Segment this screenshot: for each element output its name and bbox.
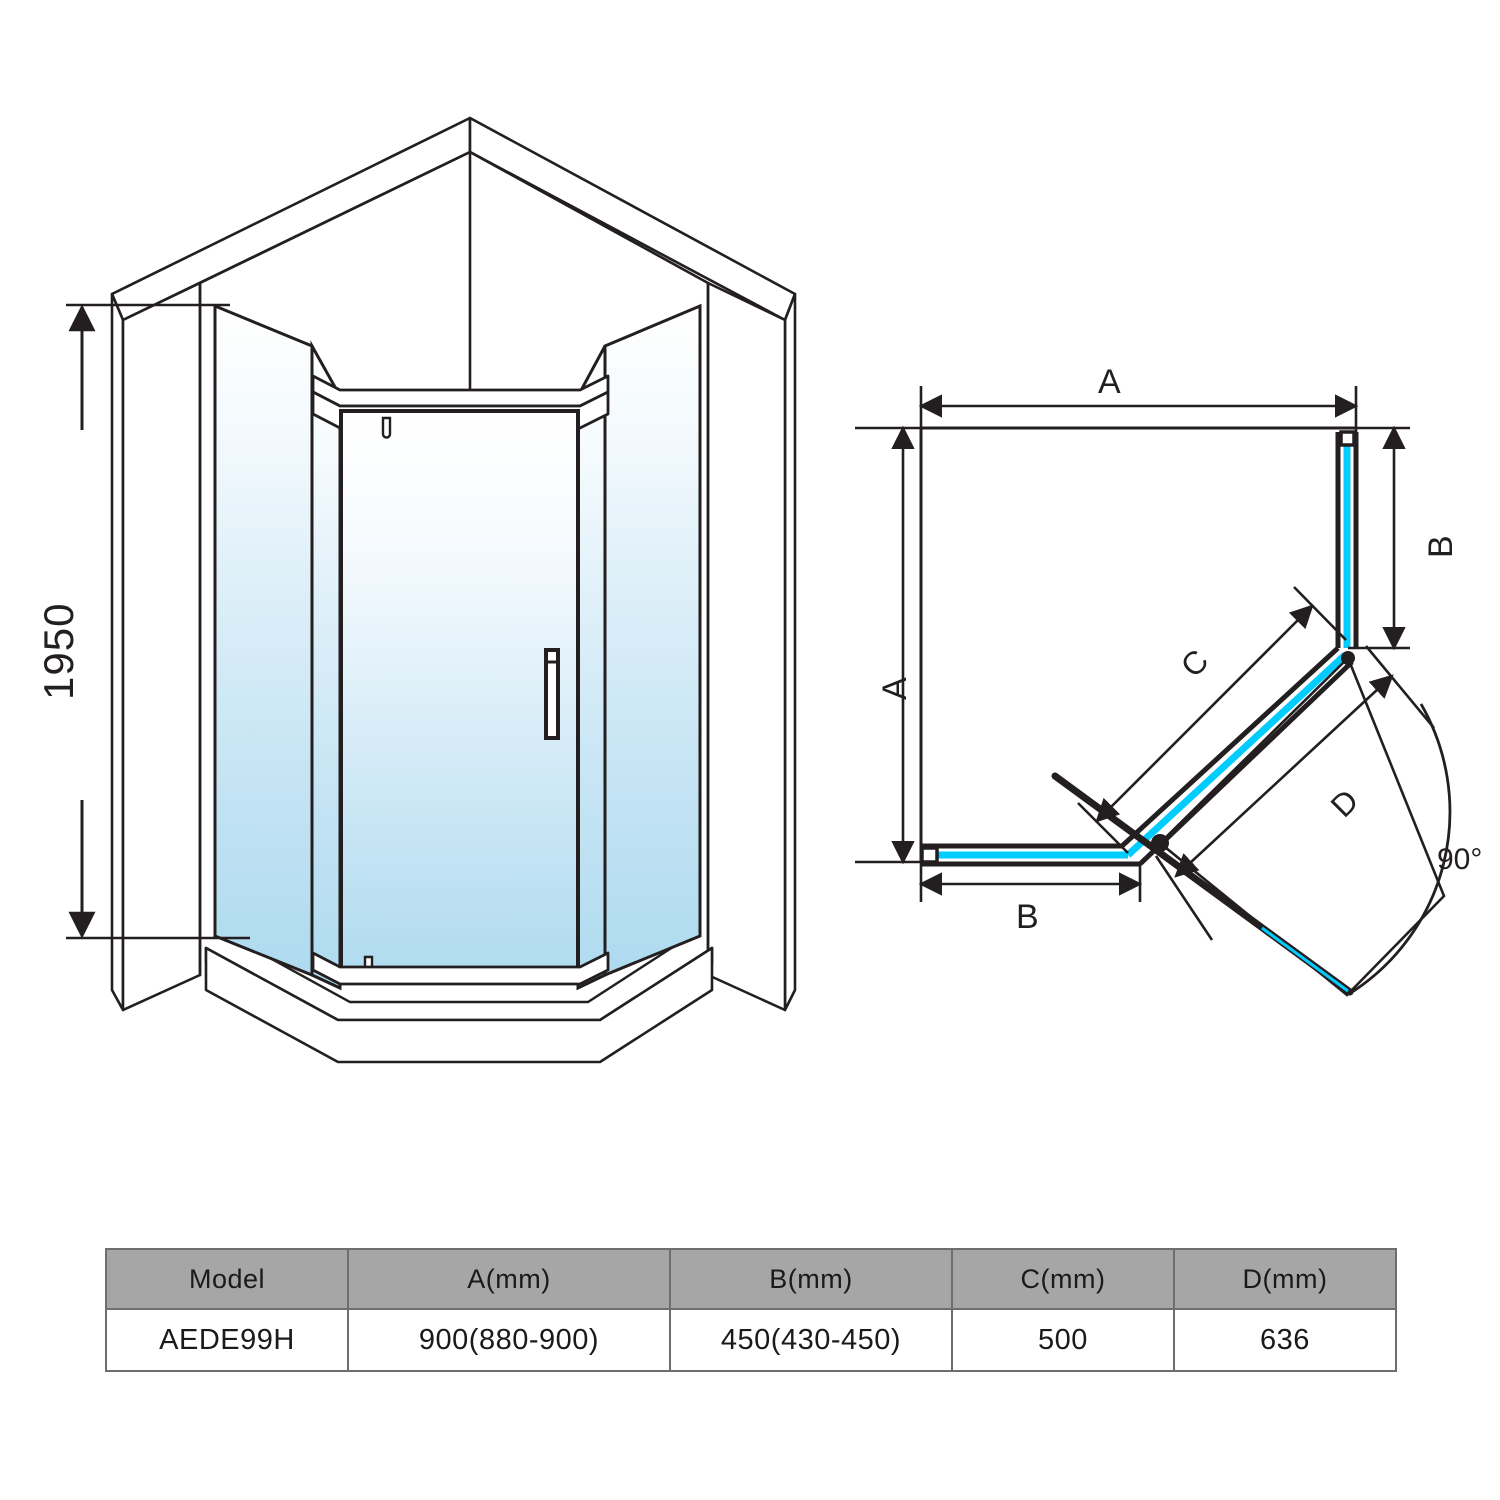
plan-dim-a-left [855,425,931,865]
spec-cell-c: 500 [951,1308,1175,1372]
spec-header-a: A(mm) [347,1248,671,1310]
shower-tray [204,933,714,1064]
plan-panel-c-frame-outer [1120,646,1340,848]
plan-dim-b-bottom [918,856,1143,902]
bottom-door-rail [311,951,610,986]
table-row: AEDE99H 900(880-900) 450(430-450) 500 63… [105,1308,1397,1372]
glass-panel-left-angled [310,340,342,991]
tray-inner-ledge [227,933,691,1004]
plan-dim-d [1154,645,1436,941]
elevation-height-label: 1950 [35,602,82,700]
spec-cell-d: 636 [1173,1308,1397,1372]
spec-cell-b: 450(430-450) [669,1308,953,1372]
plan-dim-c-ext-low [1077,802,1129,854]
door-glass[interactable] [339,409,580,974]
plan-view [855,386,1452,997]
glass-panels [213,303,702,991]
shower-door[interactable] [339,409,580,976]
tray-skirt [204,946,714,1064]
spec-header-b: B(mm) [669,1248,953,1310]
plan-door-open-leaf-glass [1261,926,1349,993]
spec-header-model: Model [105,1248,349,1310]
spec-cell-a: 900(880-900) [347,1308,671,1372]
plan-label-b-bottom: B [1016,898,1039,936]
glass-panel-right-angled [576,345,607,991]
wall-right-plane [468,116,797,322]
plan-panel-right [1335,430,1359,648]
door-handle[interactable] [544,648,560,740]
bottom-rail-face [311,951,610,986]
plan-dim-d-ext-near [1154,855,1214,941]
glass-panel-right [603,303,702,978]
wall-right-edge-top [468,150,710,285]
plan-dim-d-line [1174,674,1394,878]
wall-right-body [783,292,797,1012]
plan-panel-c-frame-inner [1138,660,1354,866]
room-corner-walls [110,116,797,1012]
plan-label-a-left: A [876,677,914,700]
plan-dim-d-ext-far [1364,645,1436,729]
plan-panel-c-glass [1125,652,1348,858]
wall-right-jamb [706,281,787,1012]
plan-door-swing-arc [1348,703,1452,996]
plan-walls [919,426,1355,862]
plan-door-swing [1051,655,1452,997]
plan-dim-a-top [918,386,1359,432]
spec-header-c: C(mm) [951,1248,1175,1310]
elevation-3d-view [66,116,797,1064]
plan-dim-c-ext-high [1293,586,1347,641]
plan-glass-panels [920,430,1359,867]
wall-left-body [110,292,125,1012]
plan-panel-bottom [920,843,1140,867]
spec-table: Model A(mm) B(mm) C(mm) D(mm) AEDE99H 90… [105,1248,1397,1372]
wall-left-edge-top [198,150,472,285]
plan-dim-c [1077,586,1347,854]
plan-panel-right-endcap-icon [1339,430,1356,447]
spec-cell-model: AEDE99H [105,1308,349,1372]
door-top-pivot-icon [381,416,392,439]
spec-header-d: D(mm) [1173,1248,1397,1310]
glass-panel-left [213,303,314,978]
wall-left-plane [110,116,472,322]
plan-label-b-right: B [1422,535,1460,558]
plan-panel-bottom-endcap-icon [920,846,939,864]
header-rail-top-face [311,374,610,408]
spec-table-container: Model A(mm) B(mm) C(mm) D(mm) AEDE99H 90… [105,1248,1397,1372]
plan-label-a-top: A [1098,363,1121,401]
spec-table-header-row: Model A(mm) B(mm) C(mm) D(mm) [105,1248,1397,1310]
dimension-height-1950 [66,303,250,940]
plan-dim-b-right [1348,425,1410,651]
wall-left-jamb [121,281,202,1012]
plan-label-swing-angle: 90° [1437,843,1483,876]
door-handle-bar[interactable] [544,648,560,740]
